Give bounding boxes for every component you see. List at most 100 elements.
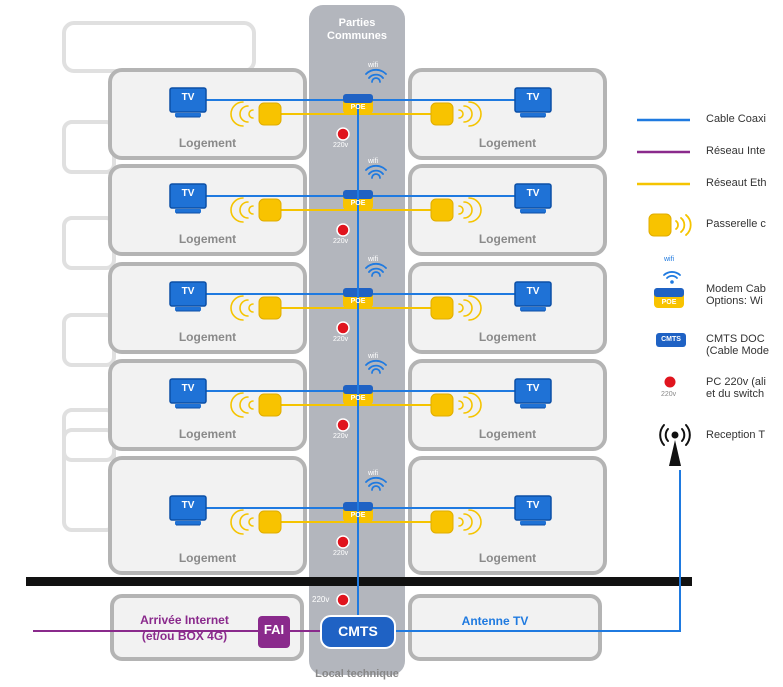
legend-coax-label: Cable Coaxi: [706, 113, 766, 125]
tv-label: TV: [526, 92, 540, 103]
legend-cmts-badge: [656, 333, 686, 347]
legend-modem-poe-label: POE: [661, 299, 677, 306]
legend-power-label: PC 220v (ali et du switch: [706, 376, 766, 400]
poe-label: POE: [350, 395, 366, 402]
fai-label: FAI: [263, 622, 285, 637]
tv-label: TV: [181, 286, 195, 297]
wifi-label: wifi: [368, 256, 379, 263]
bridge-icon: [430, 393, 454, 417]
legend-cmts-badge-label: CMTS: [661, 336, 681, 343]
legend-internet-label: Réseau Inte: [706, 145, 766, 157]
power-label: 220v: [333, 433, 349, 440]
room-label-right: Logement: [478, 232, 537, 246]
wifi-icon: [365, 359, 387, 374]
tv-label: TV: [526, 188, 540, 199]
signal-icon: [230, 392, 254, 418]
bridge-icon: [258, 102, 282, 126]
floors-group: [108, 68, 607, 575]
legend-antenna-icon: [659, 424, 691, 446]
signal-icon: [458, 509, 482, 535]
room-label-left: Logement: [178, 330, 237, 344]
power-dot: [336, 127, 350, 141]
wifi-label: wifi: [368, 158, 379, 165]
legend-bridge-signal-icon: [675, 214, 692, 236]
legend-cmts-label: CMTS DOC (Cable Mode: [706, 333, 769, 357]
legend-reception-label: Reception T: [706, 429, 766, 441]
cmts-box: [320, 615, 396, 649]
internet-room: [110, 594, 304, 661]
power-label: 220v: [333, 336, 349, 343]
poe-label: POE: [350, 200, 366, 207]
legend-antenna-mast: [669, 440, 681, 466]
power-dot: [336, 321, 350, 335]
room-label-left: Logement: [178, 136, 237, 150]
signal-icon: [458, 197, 482, 223]
power-label: 220v: [333, 142, 349, 149]
wifi-icon: [365, 476, 387, 491]
wifi-label: wifi: [368, 353, 379, 360]
tv-label: TV: [526, 500, 540, 511]
signal-icon: [458, 101, 482, 127]
antenna-room: [408, 594, 602, 661]
legend-modem-wifi-icon: [663, 271, 681, 279]
power-dot: [336, 593, 350, 607]
power-label: 220v: [333, 238, 349, 245]
room-label-left: Logement: [178, 232, 237, 246]
shaft-title: Parties Communes: [327, 17, 387, 42]
legend-modem-label: Modem Cab Options: Wi: [706, 283, 766, 307]
legend-graphics: [637, 118, 692, 466]
tv-label: TV: [181, 188, 195, 199]
bridge-icon: [430, 198, 454, 222]
signal-icon: [230, 509, 254, 535]
room-label-right: Logement: [478, 136, 537, 150]
tv-label: TV: [181, 383, 195, 394]
legend-modem-wifi-label: wifi: [664, 256, 675, 263]
wifi-icon: [365, 68, 387, 83]
legend-power-small-label: 220v: [661, 391, 677, 398]
legend-power-dot: [664, 376, 676, 388]
poe-label: POE: [350, 298, 366, 305]
bridge-icon: [258, 393, 282, 417]
bridge-icon: [258, 198, 282, 222]
power-dot: [336, 223, 350, 237]
apartment-right: [408, 456, 607, 575]
signal-icon: [458, 392, 482, 418]
antenna-coax: [394, 470, 681, 632]
power-dot: [336, 418, 350, 432]
bridge-icon: [430, 296, 454, 320]
shaft-bottom-label: Local technique: [315, 668, 399, 680]
power-dot: [336, 535, 350, 549]
apartment-left: [108, 456, 307, 575]
room-label-right: Logement: [478, 330, 537, 344]
legend-bridge-icon: [648, 213, 672, 237]
poe-label: POE: [350, 512, 366, 519]
tv-label: TV: [181, 92, 195, 103]
wifi-icon: [365, 164, 387, 179]
bridge-icon: [430, 510, 454, 534]
wifi-label: wifi: [368, 470, 379, 477]
bridge-icon: [258, 510, 282, 534]
room-label-right: Logement: [478, 427, 537, 441]
signal-icon: [230, 295, 254, 321]
wifi-icon: [365, 262, 387, 277]
bridge-icon: [258, 296, 282, 320]
legend-ethernet-label: Réseaut Eth: [706, 177, 767, 189]
power-label: 220v: [333, 550, 349, 557]
signal-icon: [458, 295, 482, 321]
tv-label: TV: [526, 383, 540, 394]
basement-power-label: 220v: [312, 595, 330, 604]
room-label-left: Logement: [178, 427, 237, 441]
cmts-label: CMTS: [338, 623, 378, 639]
signal-icon: [230, 197, 254, 223]
legend-bridge-label: Passerelle c: [706, 218, 766, 230]
antenna-label: Antenne TV: [461, 614, 529, 628]
room-label-left: Logement: [178, 551, 237, 565]
signal-icon: [230, 101, 254, 127]
fai-box: [258, 616, 290, 648]
bridge-icon: [430, 102, 454, 126]
internet-arrival-label: Arrivée Internet (et/ou BOX 4G): [140, 613, 229, 643]
room-label-right: Logement: [478, 551, 537, 565]
wifi-label: wifi: [368, 62, 379, 69]
tv-label: TV: [181, 500, 195, 511]
